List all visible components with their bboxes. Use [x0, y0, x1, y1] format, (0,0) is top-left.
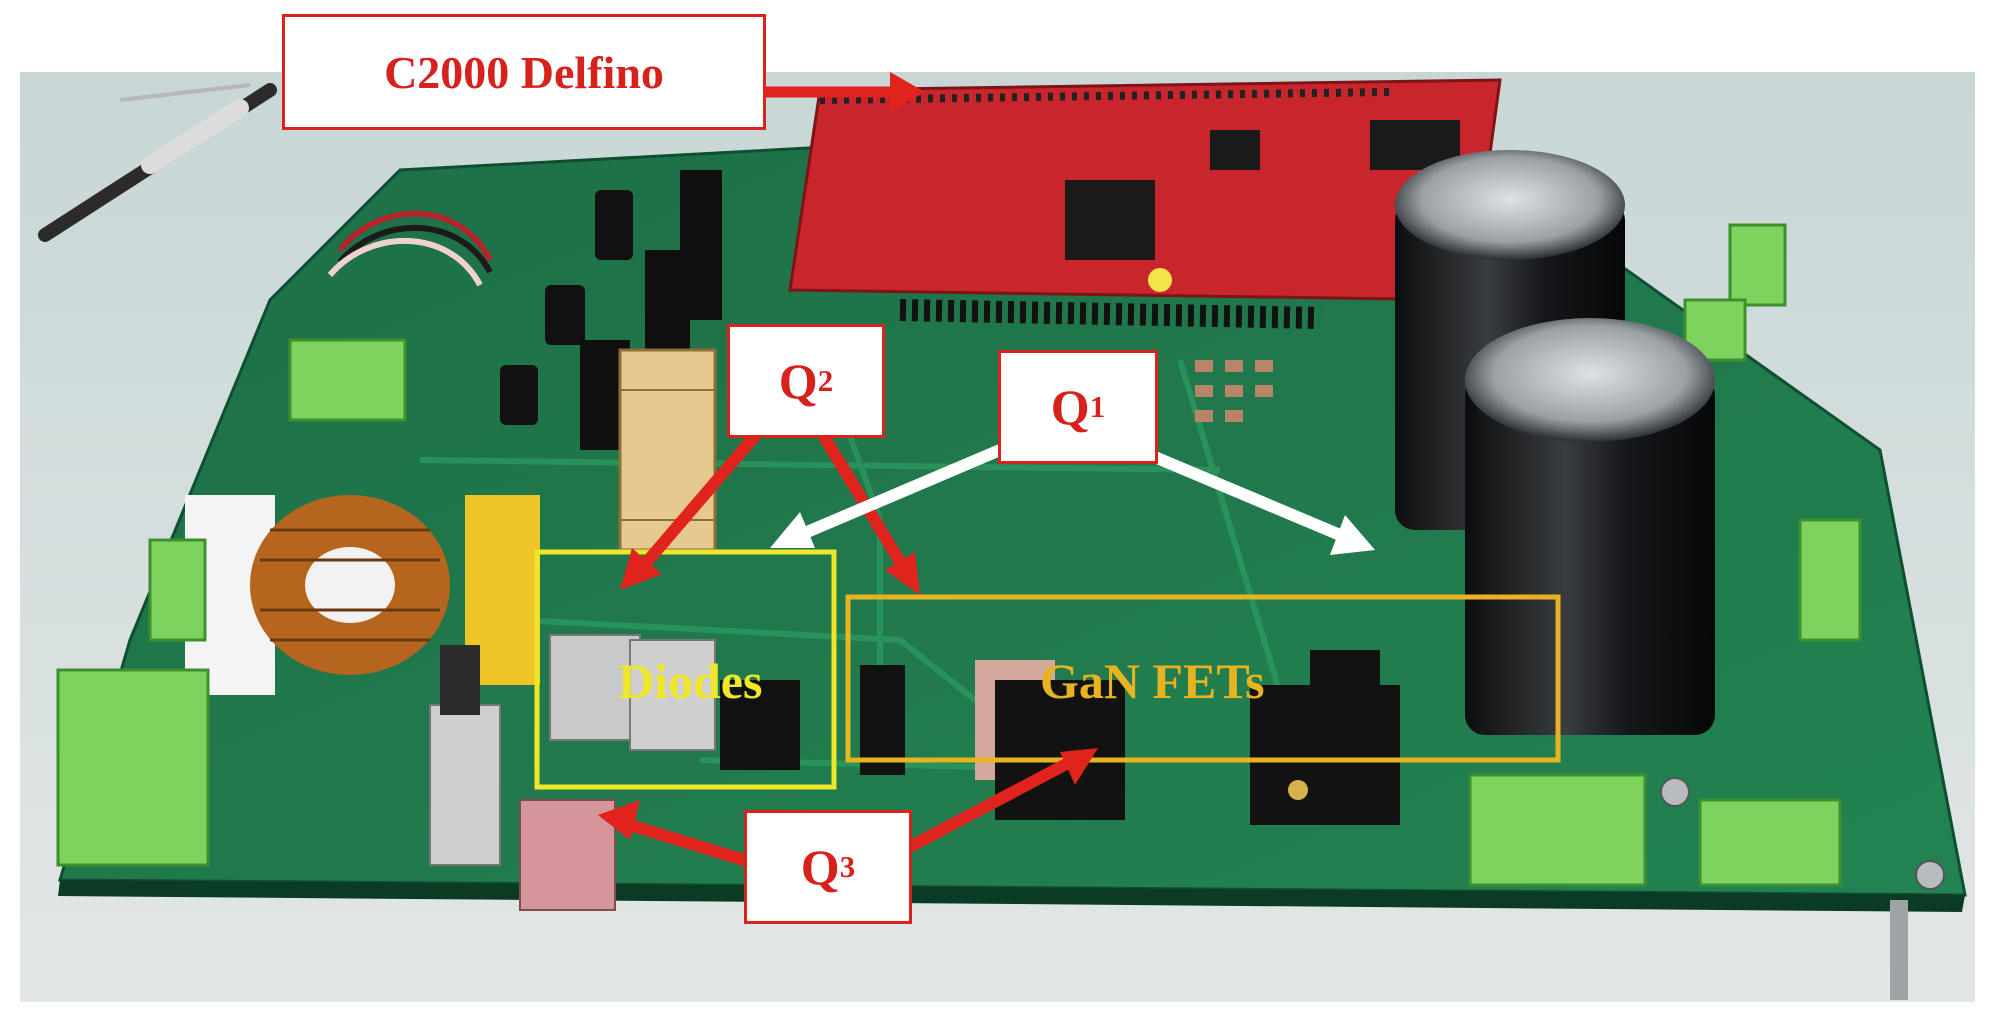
- diodes-region-label: Diodes: [618, 653, 763, 709]
- q1-subscript: 1: [1089, 389, 1106, 424]
- q1-letter: Q: [1050, 379, 1090, 435]
- to220-parts: [429, 634, 800, 911]
- transformer: [618, 348, 717, 552]
- q3-letter: Q: [800, 839, 840, 895]
- gan-fets-region-box: [845, 594, 1561, 763]
- bulk-capacitor-right: [1465, 318, 1715, 735]
- diodes-region-box: [534, 549, 837, 790]
- terminal-blocks: [56, 223, 1862, 887]
- resistor-array: [1195, 360, 1273, 422]
- c2000-delfino-board: [788, 78, 1502, 329]
- probe-pen: [38, 83, 277, 242]
- q3-subscript: 3: [839, 849, 856, 884]
- wires: [327, 210, 493, 287]
- c2000-delfino-text: C2000 Delfino: [384, 46, 664, 98]
- gan-fets-region-label: GaN FETs: [1040, 653, 1265, 709]
- annotation-arrows: [598, 72, 1375, 871]
- small-capacitors: [500, 190, 633, 425]
- toroid-inductor: [185, 495, 450, 695]
- relays: [580, 170, 722, 450]
- c2000-delfino-label: C2000 Delfino: [282, 14, 766, 130]
- q2-letter: Q: [778, 353, 818, 409]
- q2-subscript: 2: [817, 363, 834, 398]
- screws: [1660, 777, 1945, 890]
- stand-leg: [1890, 900, 1908, 1000]
